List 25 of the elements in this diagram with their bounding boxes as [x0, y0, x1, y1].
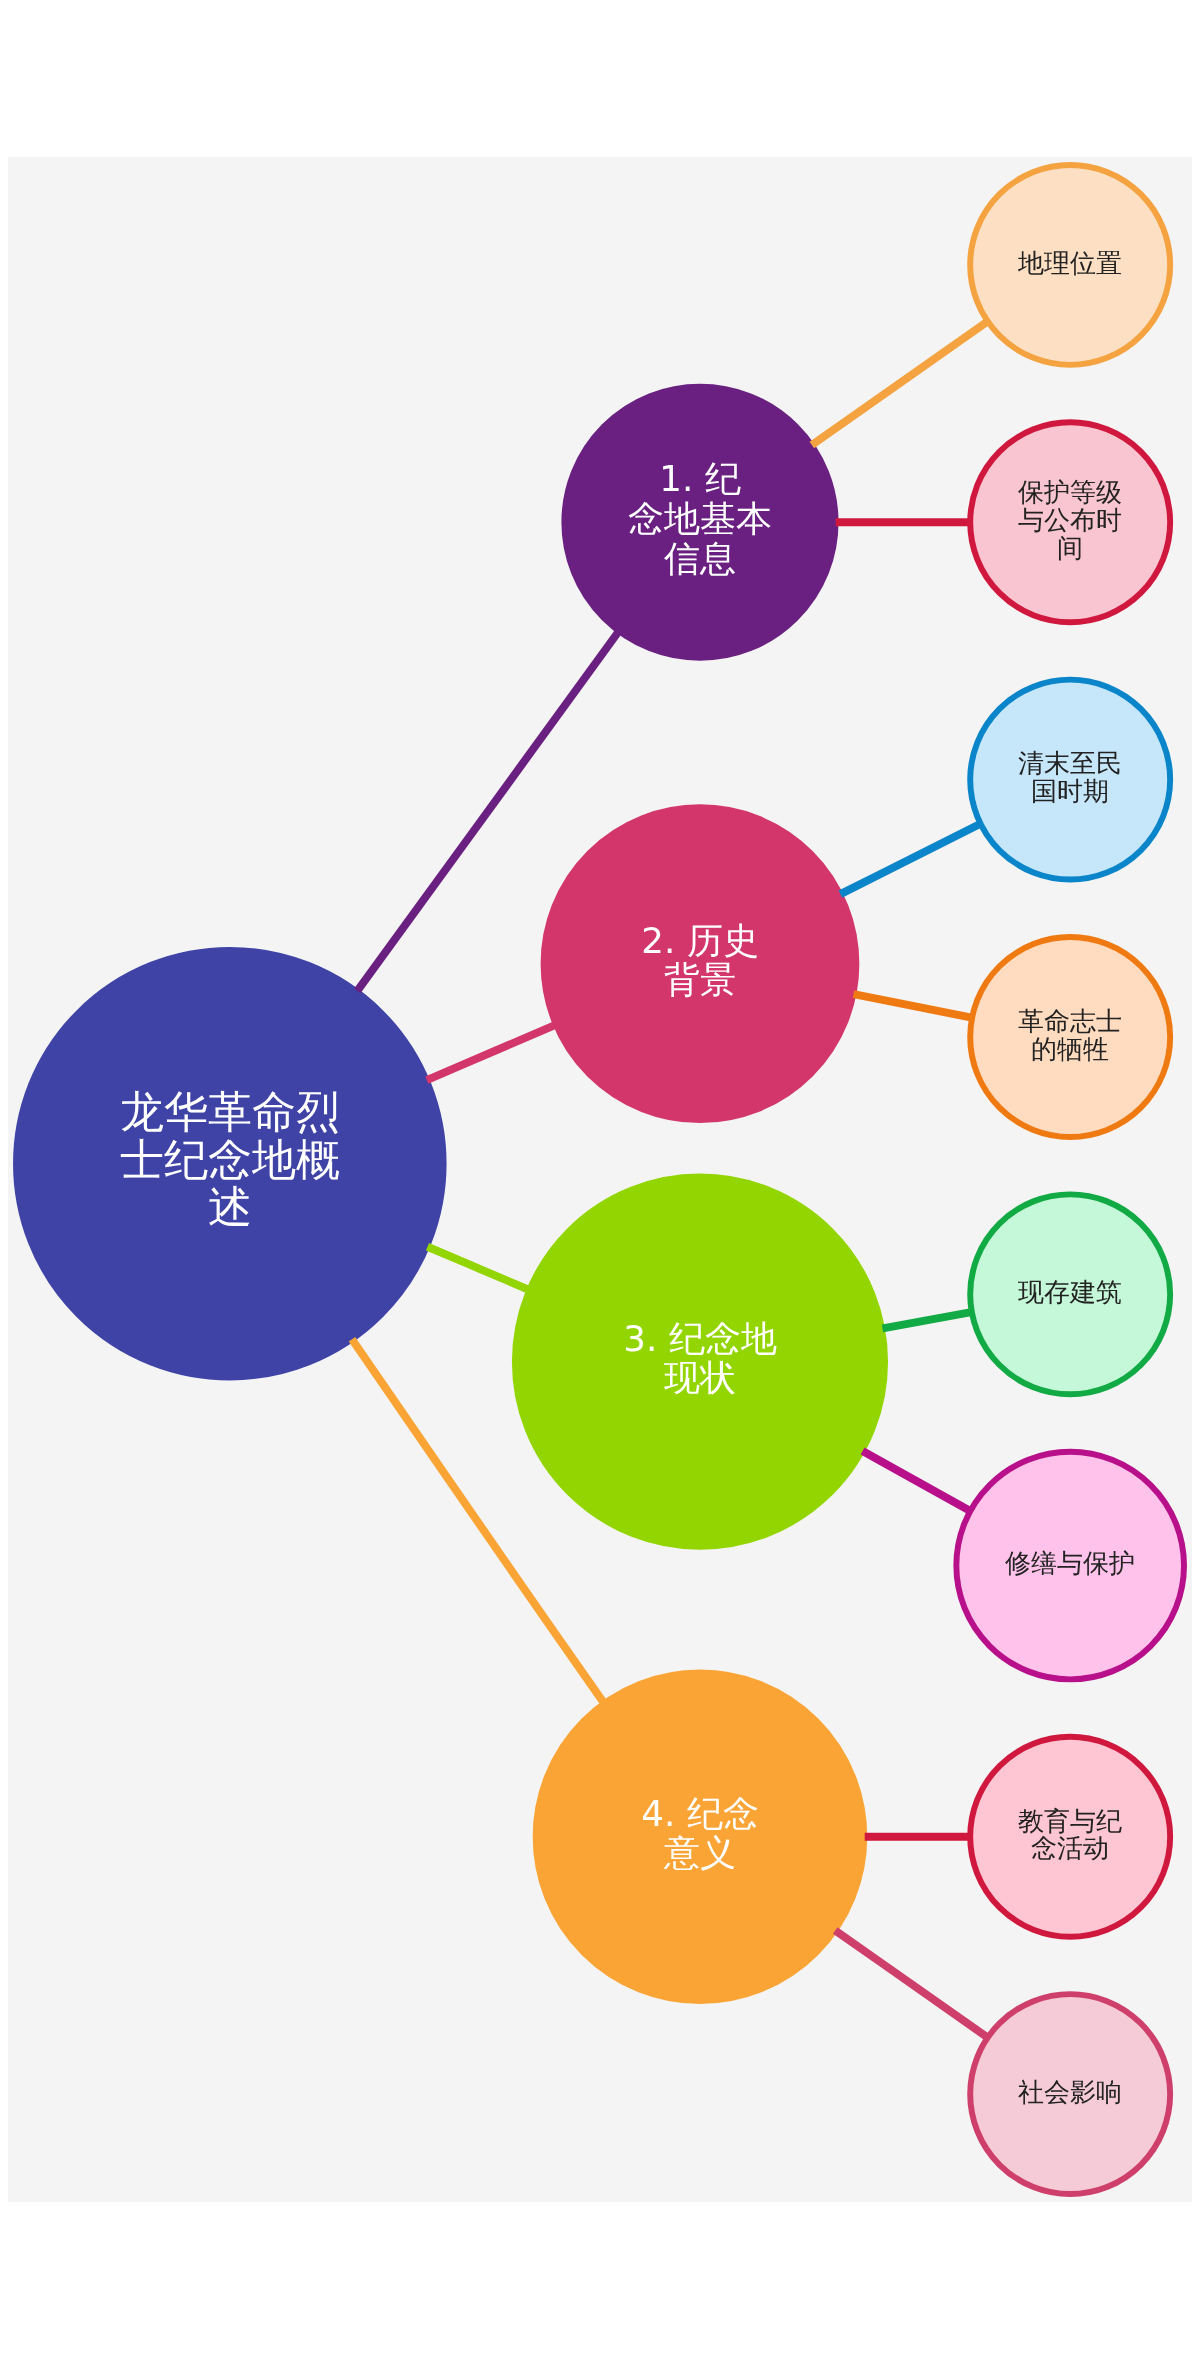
node-circle: 革命志士的牺牲 [967, 934, 1174, 1140]
connector [425, 1243, 531, 1294]
node-circle: 现存建筑 [967, 1191, 1174, 1398]
node-circle: 2. 历史背景 [540, 804, 860, 1124]
connector [425, 1021, 558, 1084]
connector [881, 1308, 973, 1333]
connector [832, 1927, 990, 2041]
node-circle: 清末至民国时期 [967, 676, 1174, 883]
connector [860, 1447, 972, 1515]
connector [835, 518, 970, 527]
node-circle: 地理位置 [967, 161, 1174, 368]
connector [809, 318, 990, 449]
node-circle: 保护等级与公布时间 [967, 419, 1174, 626]
node-circle: 社会影响 [967, 1991, 1174, 2198]
node-circle: 3. 纪念地现状 [511, 1173, 889, 1550]
connector [838, 820, 982, 898]
connector [354, 629, 622, 994]
node-circle: 修缮与保护 [953, 1448, 1187, 1683]
connector [864, 1832, 970, 1841]
connector [852, 990, 973, 1022]
node-circle: 教育与纪念活动 [967, 1733, 1174, 1940]
node-circle: 龙华革命烈士纪念地概述 [13, 946, 447, 1381]
node-circle: 1. 纪念地基本信息 [561, 383, 839, 661]
connector [348, 1337, 607, 1705]
node-circle: 4. 纪念意义 [532, 1669, 868, 2005]
